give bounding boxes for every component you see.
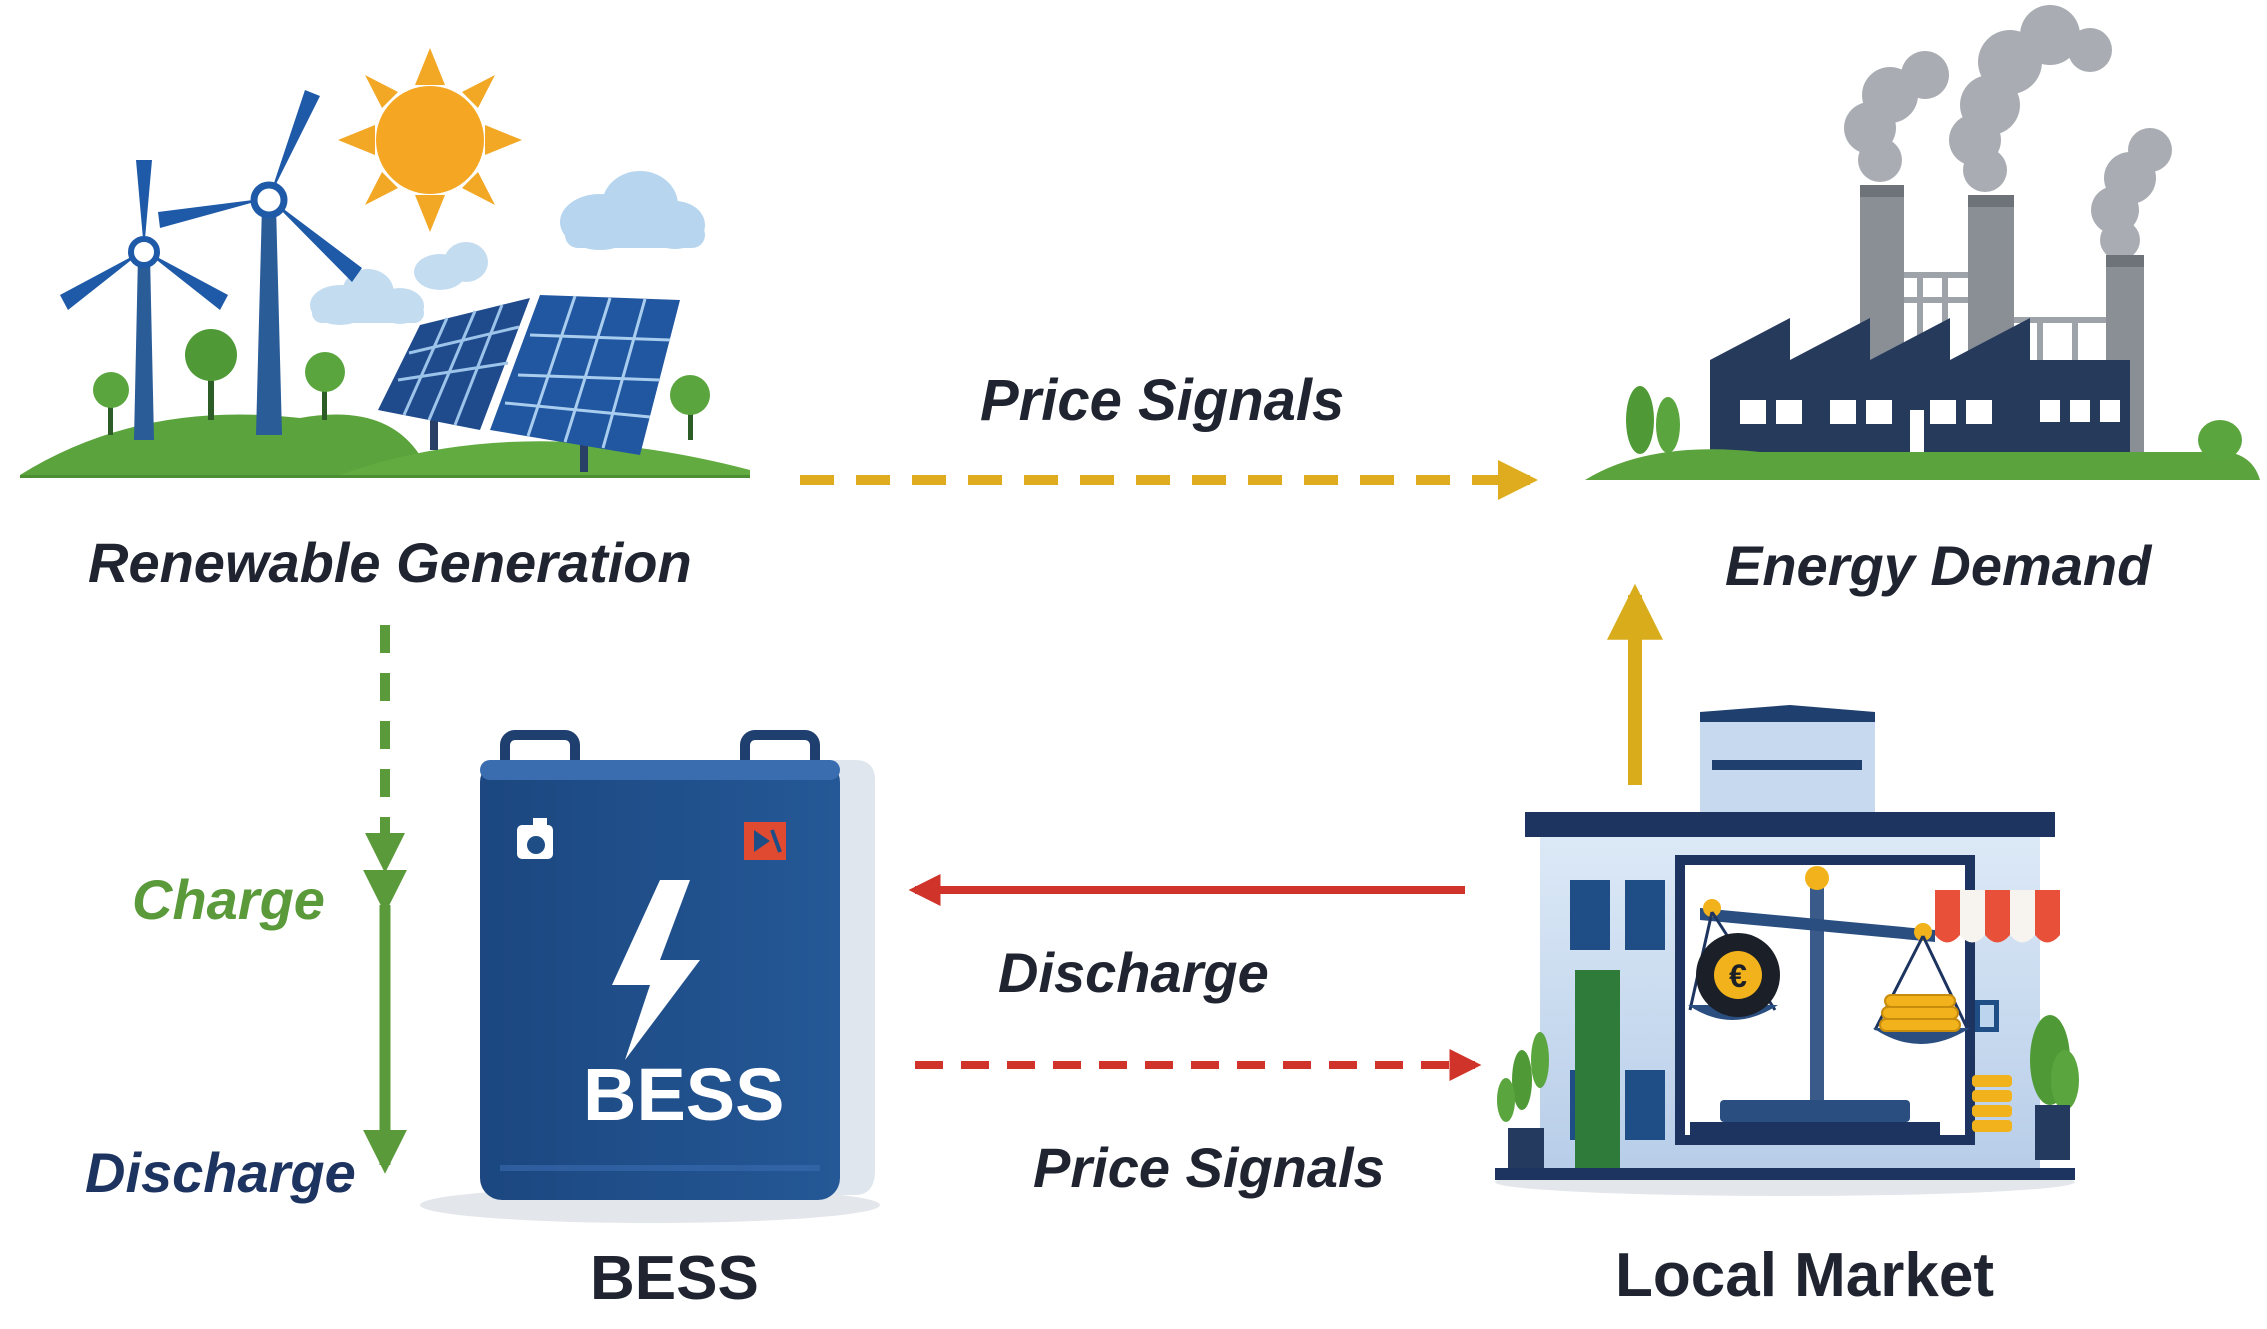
plant-icon: [1497, 1032, 1549, 1173]
tree-icon: [93, 329, 710, 440]
balance-scale-icon: €: [1688, 866, 1970, 1136]
bess-label: BESS: [590, 1244, 759, 1313]
charge-label: Charge: [132, 868, 325, 931]
grass-hill: [20, 414, 750, 478]
lightning-icon: [612, 880, 700, 1060]
price-signals-label-bottom: Price Signals: [1033, 1136, 1385, 1199]
solar-panel-icon: [378, 295, 680, 472]
discharge-label-left: Discharge: [85, 1141, 356, 1204]
camera-icon: [517, 818, 553, 859]
smoke-icon: [1844, 5, 2172, 260]
awning-icon: [1935, 890, 2060, 943]
renewable-generation-icon: [20, 48, 750, 478]
sun-icon: [338, 48, 522, 232]
wind-turbine-icon: [158, 90, 362, 435]
coin-stack-icon: [1879, 994, 1961, 1032]
factory-icon: [1585, 5, 2260, 480]
energy-demand-label: Energy Demand: [1725, 534, 2152, 597]
battery-body-text: BESS: [583, 1053, 785, 1136]
price-signals-label-top: Price Signals: [980, 368, 1345, 433]
plant-icon: [2030, 1015, 2079, 1160]
coin-stack-icon: [1972, 1075, 2012, 1132]
cloud-icon: [560, 171, 705, 250]
discharge-label-middle: Discharge: [998, 941, 1269, 1004]
wind-turbine-icon: [60, 160, 228, 440]
renewable-generation-label: Renewable Generation: [88, 531, 692, 594]
cloud-icon: [310, 242, 488, 325]
euro-symbol: €: [1729, 958, 1747, 994]
tree-icon: [1626, 386, 2242, 460]
market-building-icon: €: [1495, 705, 2079, 1196]
money-bag-icon: €: [1696, 933, 1780, 1017]
warning-sign-icon: [744, 822, 786, 860]
battery-icon: [420, 730, 880, 1223]
local-market-label: Local Market: [1615, 1241, 1995, 1310]
